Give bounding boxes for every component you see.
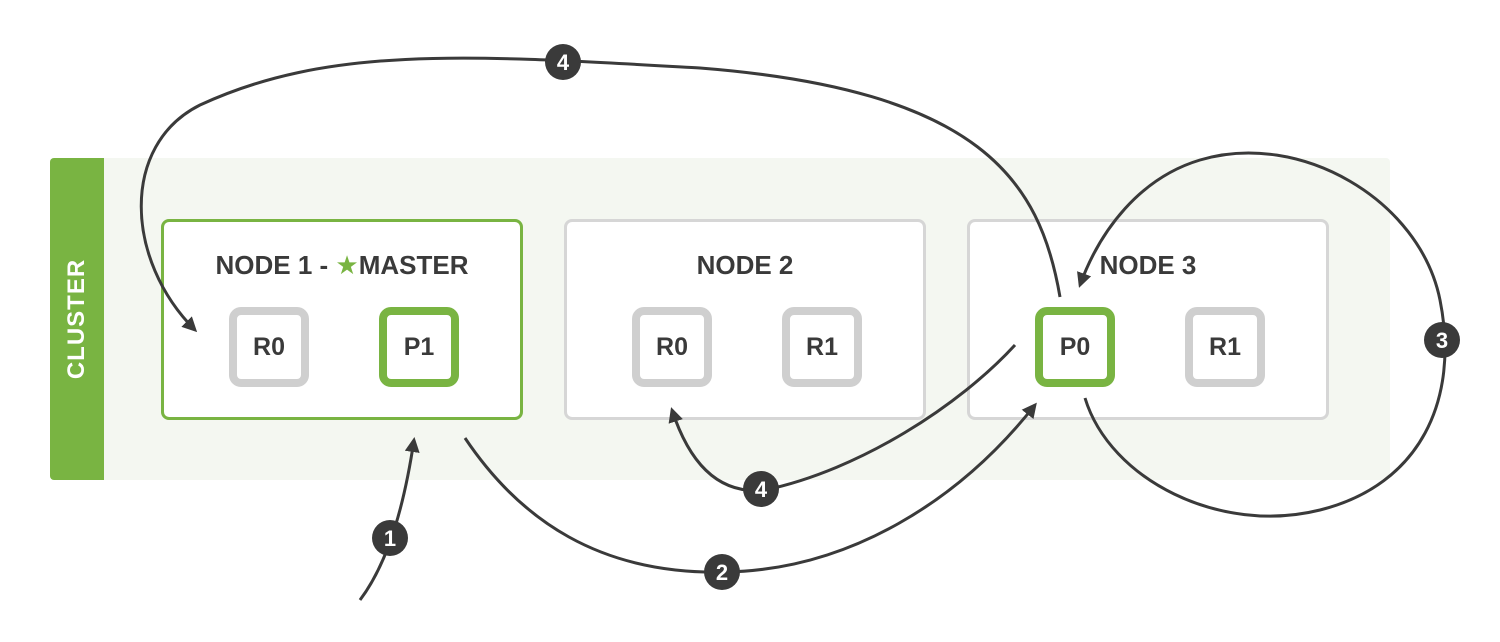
shard-r1-node-3: R1 [1185, 307, 1265, 387]
node-1-title-suffix: MASTER [358, 250, 469, 280]
node-1-title-prefix: NODE 1 - [215, 250, 336, 280]
cluster-label: CLUSTER [63, 258, 90, 380]
step-badge-4-top [545, 44, 581, 80]
node-2-title: NODE 2 [696, 250, 794, 280]
shard-p0-node-3: P0 [1035, 307, 1115, 387]
step-badge-2-label: 2 [716, 560, 728, 585]
node-3: NODE 3 P0 R1 [967, 219, 1329, 420]
step-badge-1-label: 1 [384, 526, 396, 551]
shard-r0-node-1: R0 [229, 307, 309, 387]
step-badge-3-label: 3 [1436, 328, 1448, 353]
step-badge-4-bottom-label: 4 [755, 477, 768, 502]
node-2: NODE 2 R0 R1 [564, 219, 926, 420]
node-1-title: NODE 1 - ★MASTER [164, 250, 520, 281]
step-badge-4-top-label: 4 [557, 50, 570, 75]
step-badge-2 [704, 554, 740, 590]
node-3-title: NODE 3 [1099, 250, 1197, 280]
step-badge-3 [1424, 322, 1460, 358]
cluster-bar [50, 158, 104, 480]
step-badge-1 [372, 520, 408, 556]
shard-p1-node-1: P1 [379, 307, 459, 387]
master-star-icon: ★ [335, 250, 359, 280]
shard-r1-node-2: R1 [782, 307, 862, 387]
node-1-master: NODE 1 - ★MASTER R0 P1 [161, 219, 523, 420]
shard-r0-node-2: R0 [632, 307, 712, 387]
